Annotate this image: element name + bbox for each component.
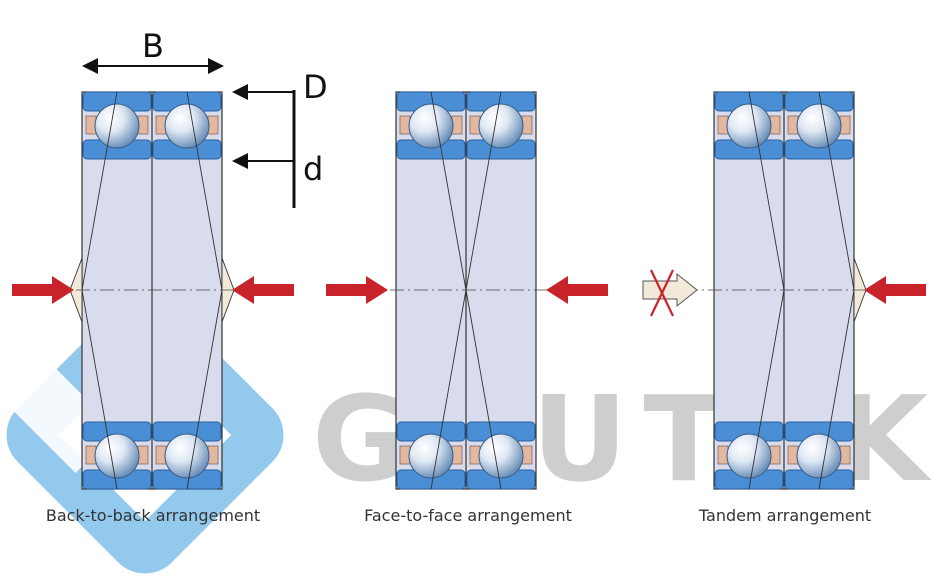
contact-angle-line bbox=[186, 289, 223, 490]
bearing-ball bbox=[408, 433, 454, 479]
dimension-arrow-icon bbox=[232, 153, 248, 169]
bearing-cage bbox=[451, 115, 463, 135]
bearing-cage bbox=[85, 115, 97, 135]
load-arrow-right-btb bbox=[232, 276, 294, 304]
contact-angle-line bbox=[465, 289, 502, 490]
bearing-cage bbox=[787, 115, 799, 135]
bearing-cage bbox=[787, 445, 799, 465]
bearing-cage bbox=[207, 445, 219, 465]
bearing-ball bbox=[478, 433, 524, 479]
bearing-ball bbox=[164, 103, 210, 149]
contact-angle-line bbox=[465, 91, 502, 291]
bearing-cage bbox=[717, 115, 729, 135]
contact-angle-line bbox=[430, 91, 467, 291]
contact-angle-line bbox=[818, 91, 855, 291]
caption-face-to-face: Face-to-face arrangement bbox=[364, 506, 572, 525]
bearing-pair-back-to-back bbox=[52, 91, 252, 490]
load-arrow-icon bbox=[232, 276, 294, 304]
inner-diameter-label-d: d bbox=[303, 150, 324, 188]
bearing-cage bbox=[521, 445, 533, 465]
load-arrow-icon bbox=[12, 276, 74, 304]
load-arrow-icon bbox=[546, 276, 608, 304]
dimension-arrow-icon bbox=[82, 58, 98, 74]
caption-tandem: Tandem arrangement bbox=[698, 506, 872, 525]
bearing-ball bbox=[164, 433, 210, 479]
bearing-ball bbox=[478, 103, 524, 149]
contact-angle-line bbox=[748, 289, 785, 490]
bearing-cage bbox=[451, 445, 463, 465]
bearing-ball bbox=[94, 433, 140, 479]
contact-angle-line bbox=[81, 91, 118, 291]
dimension-arrow-icon bbox=[232, 84, 248, 100]
load-arrow-right-tandem bbox=[864, 276, 926, 304]
bearing-cage bbox=[769, 445, 781, 465]
bearing-pair-face-to-face bbox=[366, 91, 566, 490]
bearing-cage bbox=[137, 115, 149, 135]
cross-stroke bbox=[650, 269, 674, 317]
bearing-cage bbox=[717, 445, 729, 465]
contact-angle-line bbox=[430, 289, 467, 490]
bearing-cage bbox=[155, 115, 167, 135]
bearing-cage bbox=[839, 445, 851, 465]
bearing-cage bbox=[399, 115, 411, 135]
outer-diameter-label-D: D bbox=[303, 68, 328, 106]
bearing-cage bbox=[469, 445, 481, 465]
bearing-cage bbox=[399, 445, 411, 465]
bearing-ball bbox=[726, 433, 772, 479]
bearing-ball bbox=[796, 433, 842, 479]
bearing-cage bbox=[155, 445, 167, 465]
crossed-load-arrow-icon bbox=[642, 269, 698, 317]
bearing-ball bbox=[726, 103, 772, 149]
load-arrow-left-btb bbox=[12, 276, 74, 304]
bearing-cage bbox=[521, 115, 533, 135]
load-arrow-icon bbox=[864, 276, 926, 304]
contact-angle-line bbox=[81, 289, 118, 490]
caption-back-to-back: Back-to-back arrangement bbox=[45, 506, 261, 525]
contact-angle-line bbox=[818, 289, 855, 490]
contact-angle-line bbox=[748, 91, 785, 291]
dimension-annotations bbox=[82, 58, 296, 208]
contact-angle-line bbox=[186, 91, 223, 291]
bearing-cage bbox=[207, 115, 219, 135]
bearing-pair-tandem bbox=[684, 91, 884, 490]
bearing-cage bbox=[839, 115, 851, 135]
bearing-ball bbox=[796, 103, 842, 149]
bearing-ball bbox=[408, 103, 454, 149]
bearing-cage bbox=[137, 445, 149, 465]
load-arrow-icon bbox=[326, 276, 388, 304]
load-arrow-right-ftf bbox=[546, 276, 608, 304]
dimension-arrow-icon bbox=[208, 58, 224, 74]
bearing-cage bbox=[469, 115, 481, 135]
width-label-B: B bbox=[142, 27, 164, 65]
bearing-ball bbox=[94, 103, 140, 149]
load-arrow-left-ftf bbox=[326, 276, 388, 304]
bearing-cage bbox=[769, 115, 781, 135]
bearing-cage bbox=[85, 445, 97, 465]
